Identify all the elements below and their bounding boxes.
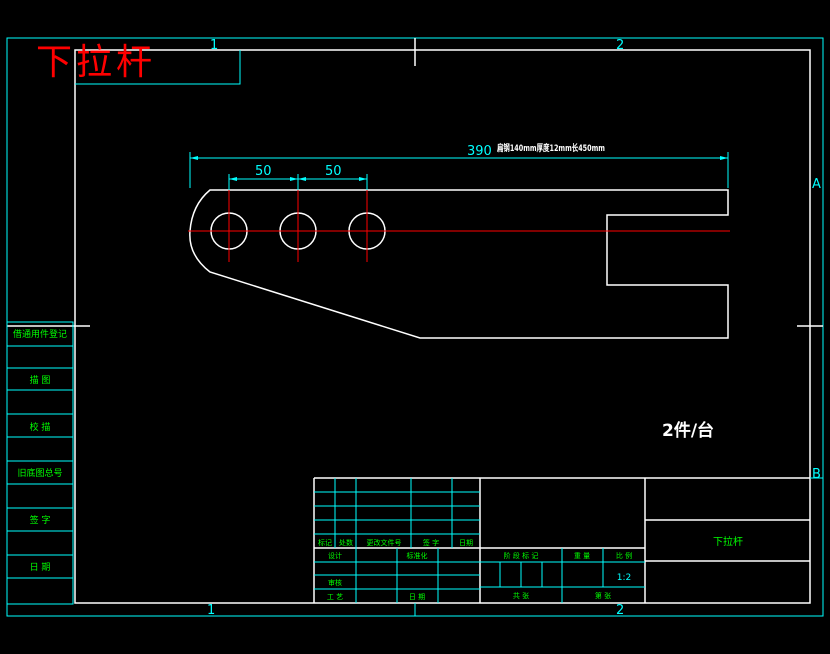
tb-row-label-0: 标记 — [318, 538, 332, 547]
zone-label-b: B — [812, 467, 821, 482]
outer-border — [6, 37, 824, 617]
tb-stage-header-0: 阶 段 标 记 — [504, 551, 539, 560]
tb-row-label-3: 签 字 — [423, 538, 439, 547]
title-block-frame — [313, 477, 810, 603]
zone-label-bottom-1: 1 — [207, 603, 215, 618]
title-mark-box — [75, 50, 241, 85]
margin-label-5: 日 期 — [30, 562, 51, 573]
tb-role-3: 工 艺 — [327, 593, 343, 601]
part-outline — [189, 189, 729, 339]
tb-sheet-total: 共 张 — [513, 591, 529, 600]
margin-label-1: 描 图 — [30, 374, 51, 386]
centerlines — [188, 176, 730, 262]
dim-spacing-2: 50 — [325, 164, 342, 179]
tb-part-name: 下拉杆 — [713, 535, 743, 548]
left-margin-table — [6, 321, 74, 605]
quantity-note: 2件/台 — [662, 420, 714, 441]
dim-spacing-1: 50 — [255, 164, 272, 179]
tb-row-label-4: 日期 — [459, 539, 473, 547]
tb-row-label-2: 更改文件号 — [367, 538, 402, 547]
tb-stage-header-1: 重 量 — [574, 552, 590, 560]
tb-row-label-1: 处数 — [339, 538, 353, 547]
margin-label-2: 校 描 — [30, 421, 51, 433]
margin-label-3: 旧底图总号 — [17, 467, 62, 479]
margin-label-4: 签 字 — [30, 514, 51, 526]
material-note: 扁钢140mm厚度12mm长450mm — [497, 142, 605, 154]
zone-label-top-1: 1 — [210, 38, 218, 53]
tb-role-0: 设计 — [328, 551, 342, 560]
tb-role-2: 审核 — [328, 578, 342, 587]
title-mark: 下拉杆 — [36, 42, 156, 83]
tb-role-4: 日 期 — [409, 593, 425, 601]
dim-overall: 390 — [467, 144, 492, 159]
tb-sheet-number: 第 张 — [595, 591, 611, 600]
tb-scale: 1:2 — [617, 573, 631, 583]
zone-label-top-2: 2 — [616, 38, 624, 53]
zone-label-a: A — [812, 177, 821, 192]
tb-stage-header-2: 比 例 — [616, 551, 632, 560]
title-block-grid — [314, 478, 645, 603]
dimension-arrows — [190, 156, 728, 181]
zone-label-bottom-2: 2 — [616, 603, 624, 618]
tb-role-1: 标准化 — [407, 551, 428, 560]
margin-label-0: 借通用件登记 — [13, 328, 67, 340]
